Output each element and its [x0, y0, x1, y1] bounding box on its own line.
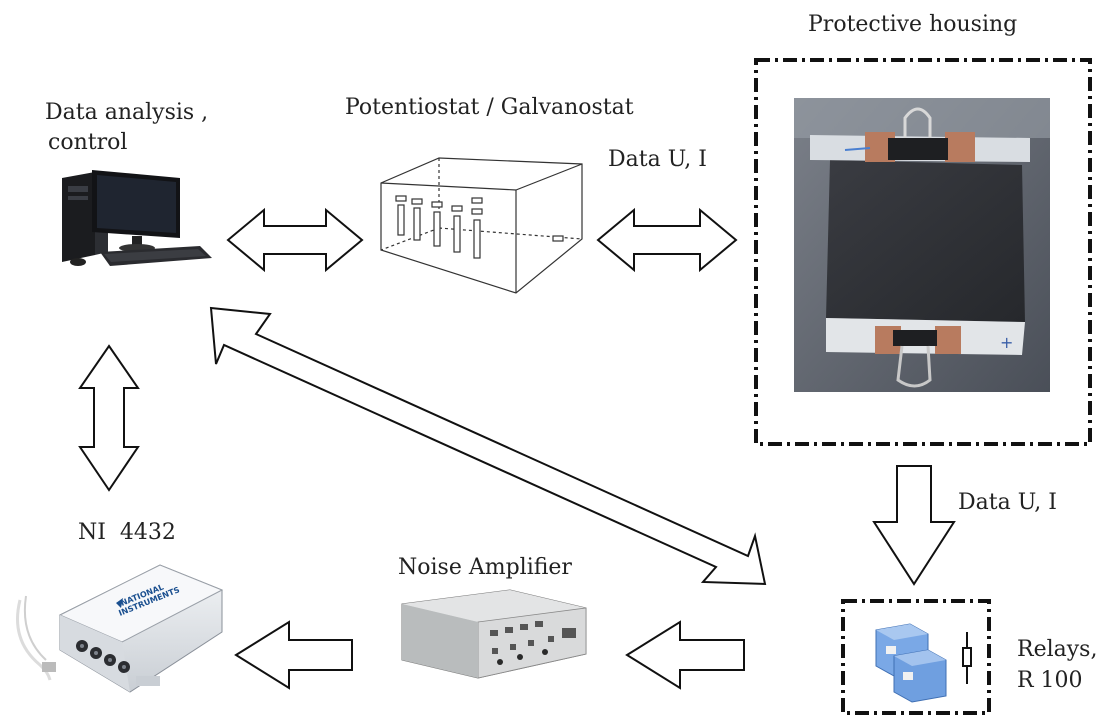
arrow-relays-amplifier [625, 620, 745, 690]
relays-icon [875, 623, 947, 703]
data-analysis-label-line2: control [48, 130, 128, 155]
ni-4432-label: NI 4432 [78, 520, 176, 545]
arrow-potentiostat-housing [596, 207, 738, 273]
resistor-icon [962, 632, 972, 684]
data-analysis-label-line1: Data analysis , [45, 100, 209, 125]
relays-frame [841, 599, 991, 715]
relays-label-line1: Relays, [1017, 637, 1096, 662]
computer-icon [62, 170, 212, 266]
noise-amplifier-label: Noise Amplifier [398, 555, 572, 580]
arrow-housing-relays [872, 465, 956, 586]
arrow-amplifier-ni [234, 620, 353, 690]
noise-amplifier-icon [401, 589, 587, 679]
arrow-computer-ni [78, 344, 140, 492]
ni-4432-device-icon: NATIONAL INSTRUMENTS [16, 564, 224, 693]
battery-cell-photo: + [794, 98, 1050, 392]
potentiostat-label: Potentiostat / Galvanostat [345, 95, 634, 120]
relays-label-line2: R 100 [1017, 668, 1083, 693]
protective-housing-frame [754, 58, 1092, 446]
potentiostat-icon [380, 157, 583, 294]
arrow-computer-potentiostat [226, 207, 364, 273]
data-ui-right-label: Data U, I [958, 490, 1057, 515]
arrow-computer-relays [209, 306, 767, 586]
protective-housing-label: Protective housing [808, 12, 1018, 37]
data-ui-top-label: Data U, I [608, 147, 707, 172]
svg-text:+: + [1000, 333, 1013, 352]
